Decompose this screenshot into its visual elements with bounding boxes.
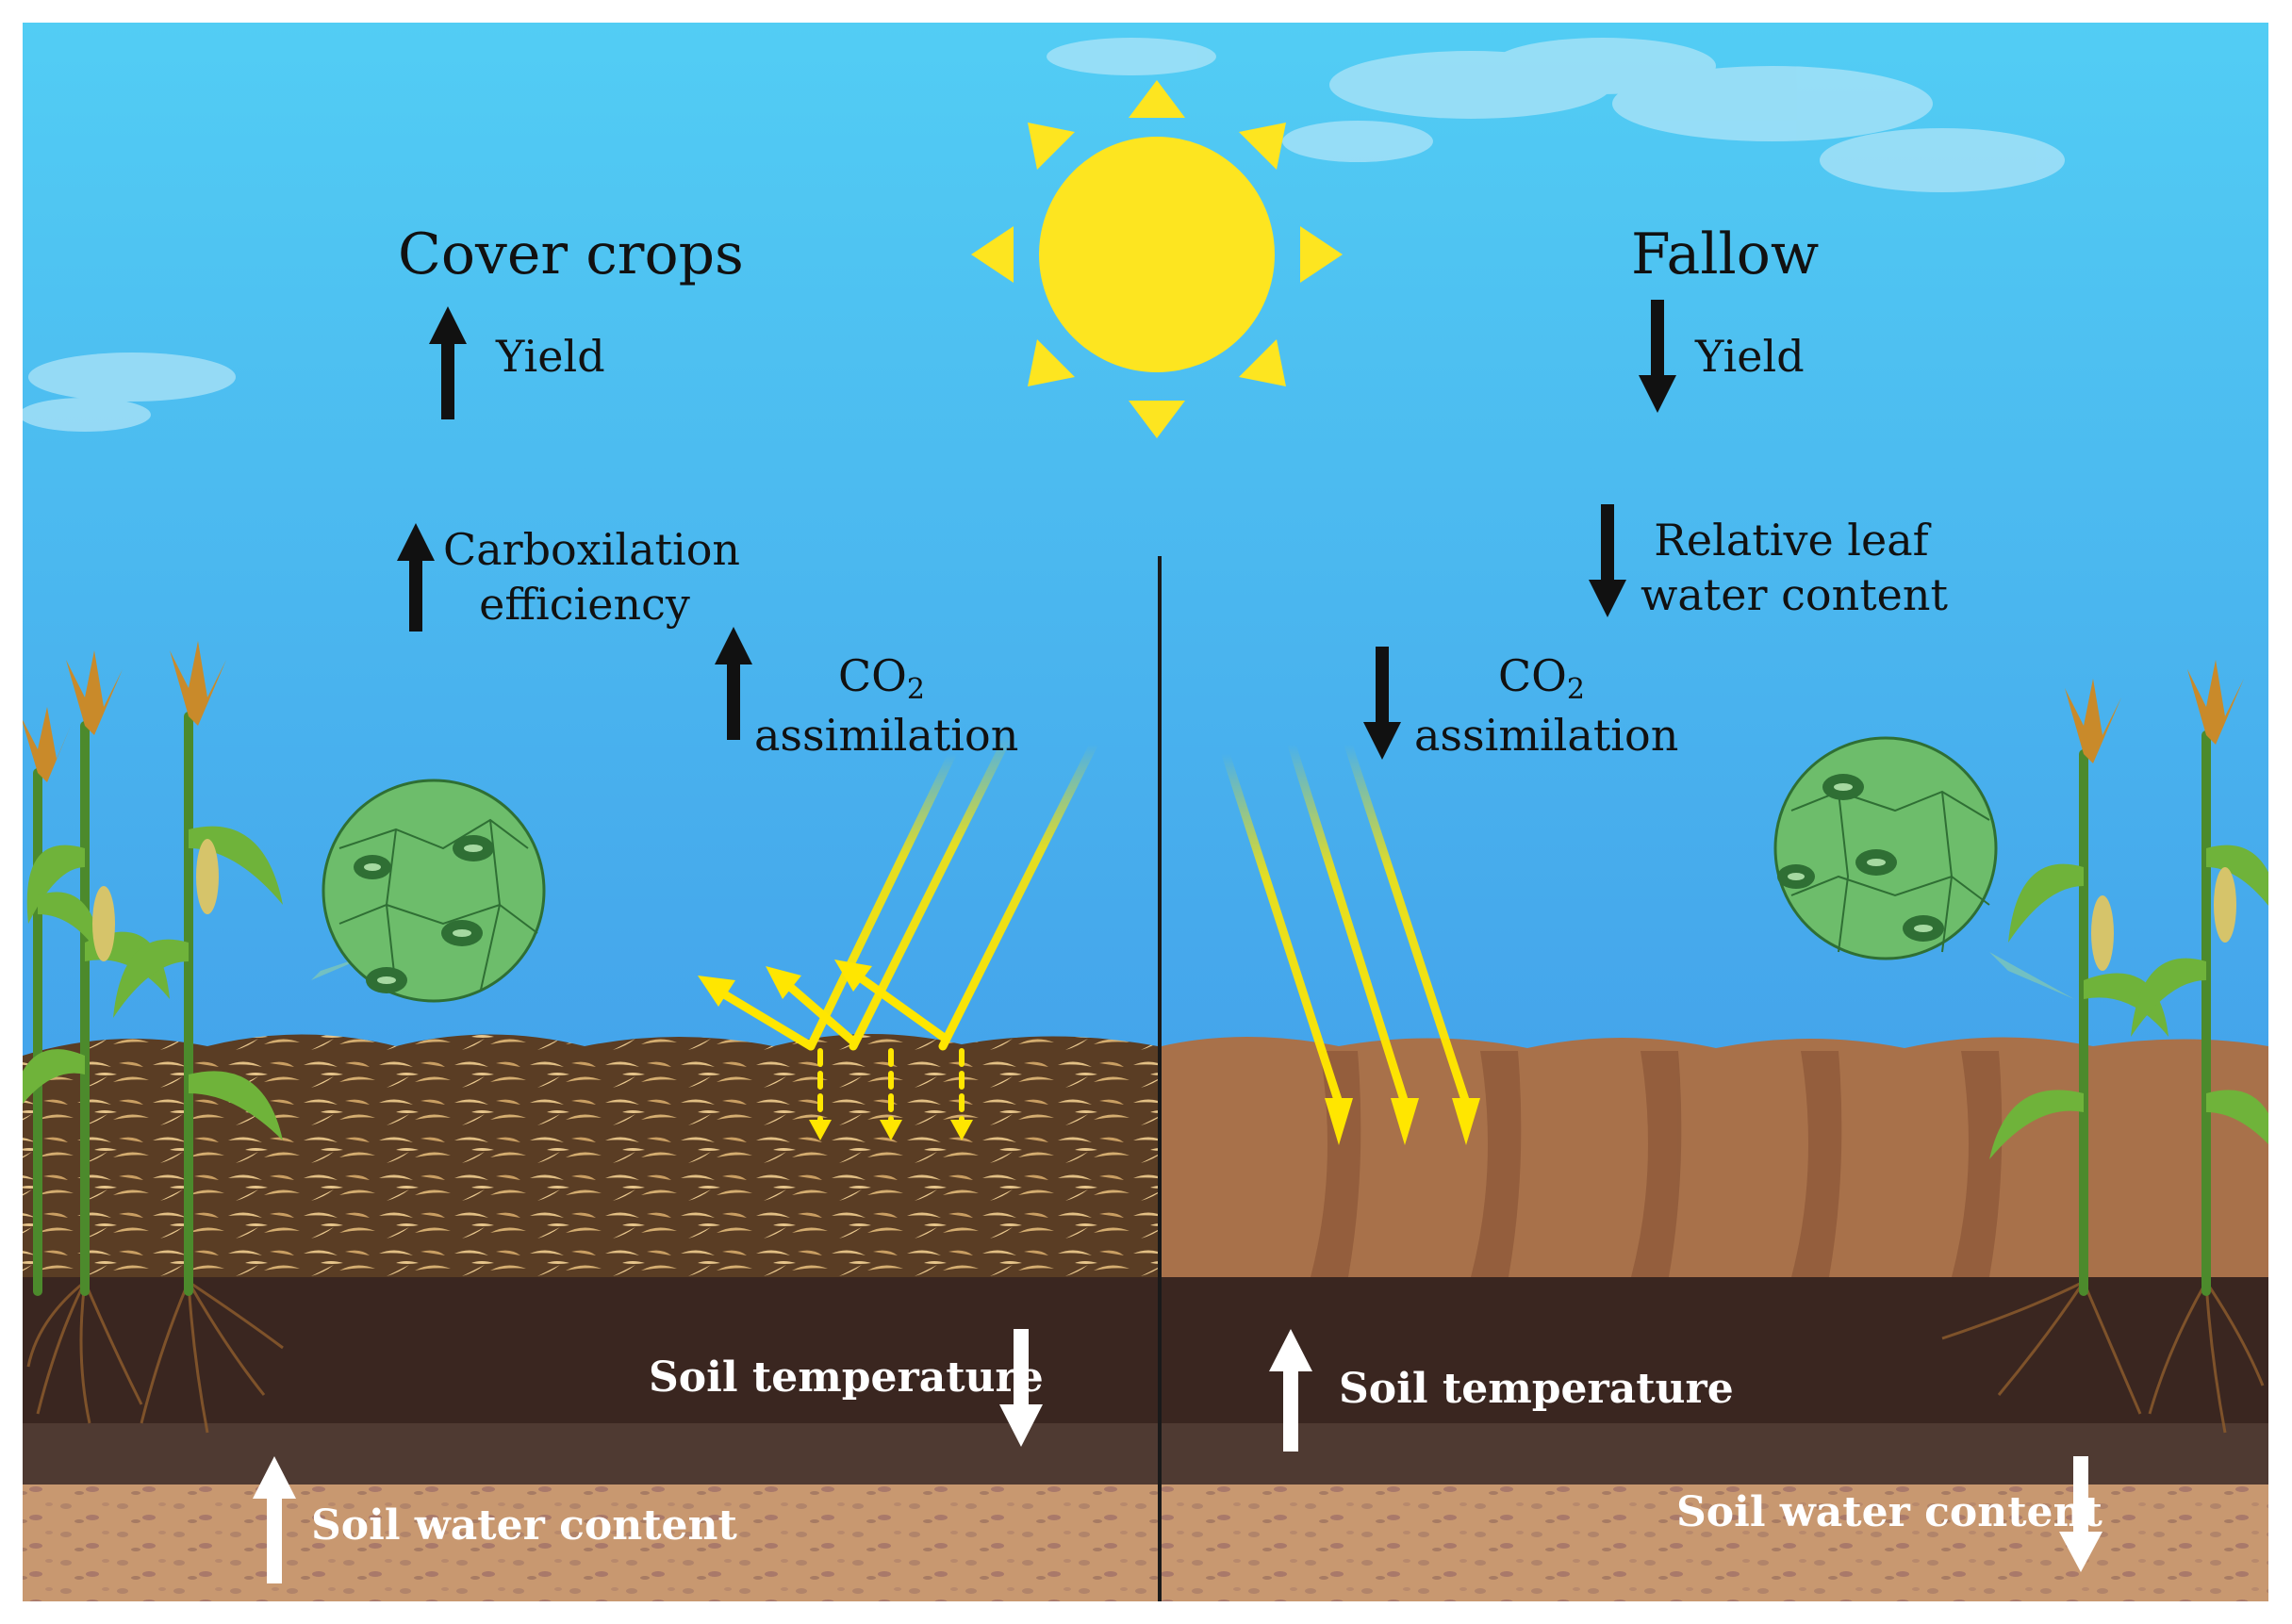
leaf-stomata-circle-left xyxy=(311,779,546,1003)
carboxilation-line2: efficiency xyxy=(479,579,690,630)
arrow-down-right-co2 xyxy=(1363,647,1401,760)
subsoil-layer xyxy=(23,1485,2268,1602)
topsoil-mid-layer xyxy=(23,1423,2268,1489)
light-rays-left xyxy=(698,730,1098,1140)
arrow-down-right-yield xyxy=(1639,300,1676,413)
arrow-up-left-carboxilation xyxy=(397,523,435,632)
arrow-down-left-soil-temperature xyxy=(999,1329,1043,1447)
cover-crops-title: Cover crops xyxy=(398,221,744,287)
arrow-up-left-yield xyxy=(429,306,467,419)
left-soil-water-label: Soil water content xyxy=(311,1501,737,1550)
leaf-water-line1: Relative leaf xyxy=(1654,515,1929,566)
left-yield-label: Yield xyxy=(496,331,605,382)
corn-plants-left xyxy=(23,641,284,1434)
sun-icon xyxy=(971,80,1343,438)
arrow-up-right-soil-temperature xyxy=(1269,1329,1312,1452)
right-co2-label: CO2 assimilation xyxy=(1414,650,1679,761)
mulch-surface xyxy=(23,1033,1158,1282)
right-yield-label: Yield xyxy=(1695,331,1805,382)
arrow-down-right-soil-water xyxy=(2059,1456,2102,1572)
clouds xyxy=(23,38,2065,432)
right-soil-water-label: Soil water content xyxy=(1676,1488,2102,1536)
topsoil-dark-layer xyxy=(23,1277,2268,1433)
left-soil-temperature-label: Soil temperature xyxy=(649,1353,1044,1402)
light-rays-right xyxy=(1221,740,1480,1145)
left-co2-line1: CO2 xyxy=(837,650,925,706)
right-co2-line2: assimilation xyxy=(1414,710,1679,761)
arrow-up-left-soil-water xyxy=(253,1456,296,1583)
right-soil-temperature-label: Soil temperature xyxy=(1339,1365,1734,1413)
carboxilation-line1: Carboxilation xyxy=(443,524,741,575)
leaf-water-line2: water content xyxy=(1641,569,1949,620)
right-leaf-water-label: Relative leaf water content xyxy=(1641,515,1949,620)
arrow-down-right-leaf-water xyxy=(1589,504,1626,617)
arrow-up-left-co2 xyxy=(715,627,752,740)
left-carboxilation-label: Carboxilation efficiency xyxy=(443,524,741,630)
right-co2-line1: CO2 xyxy=(1497,650,1585,706)
corn-plants-right xyxy=(1941,660,2268,1434)
left-co2-label: CO2 assimilation xyxy=(754,650,1019,761)
fallow-title: Fallow xyxy=(1631,221,1820,287)
left-co2-line2: assimilation xyxy=(754,710,1019,761)
leaf-stomata-circle-right xyxy=(1773,736,2074,999)
